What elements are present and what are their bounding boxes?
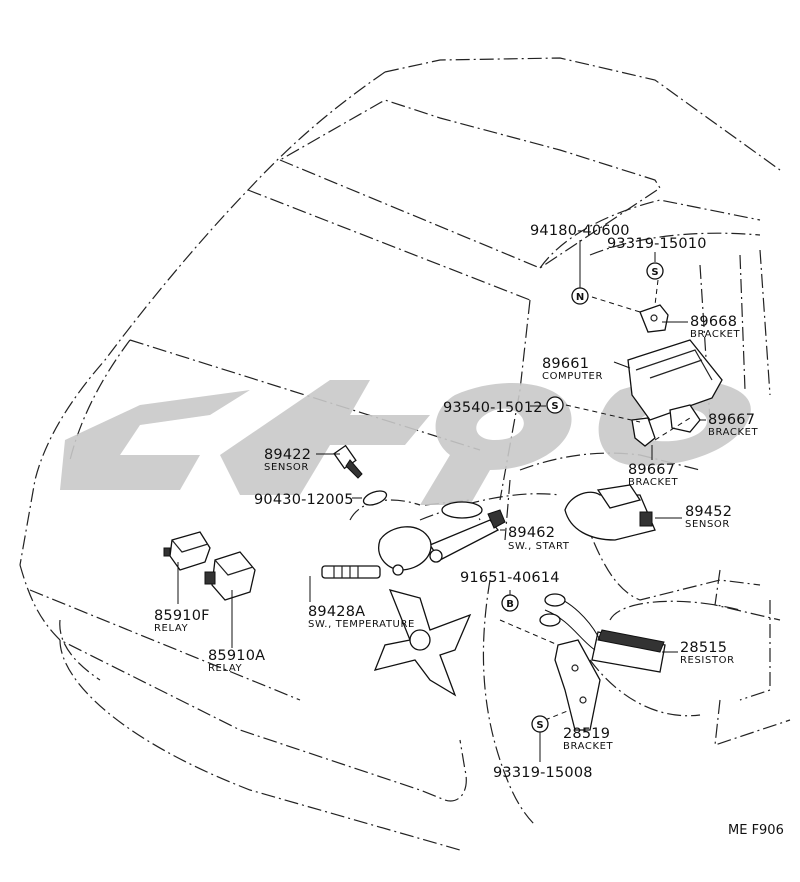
computer-assembly <box>565 279 723 447</box>
svg-text:N: N <box>576 292 584 303</box>
temperature-switch-drawing <box>321 564 404 579</box>
part-name-85910a: RELAY <box>208 663 243 674</box>
svg-text:B: B <box>506 599 514 610</box>
sensor-89422-drawing <box>333 444 388 506</box>
symbol-s-93319b: S <box>531 715 549 733</box>
vehicle-body-outline <box>19 57 791 851</box>
leader-lines <box>177 240 706 762</box>
svg-text:S: S <box>536 720 543 731</box>
part-number-85910a: 85910A <box>208 648 265 664</box>
part-number-91651: 91651-40614 <box>460 570 560 586</box>
part-number-89452: 89452 <box>685 504 732 520</box>
part-name-28519: BRACKET <box>563 741 614 752</box>
part-name-89661: COMPUTER <box>542 371 603 382</box>
sensor-89452-drawing <box>564 484 656 541</box>
part-name-89667a: BRACKET <box>708 427 759 438</box>
part-number-94180: 94180-40600 <box>530 223 630 239</box>
diagram-code: ME F906 <box>728 823 784 838</box>
cooling-fan-drawing <box>373 589 472 697</box>
part-number-89668: 89668 <box>690 314 737 330</box>
symbol-s-93540: S <box>546 396 564 414</box>
part-number-28515: 28515 <box>680 640 727 656</box>
part-number-89667a: 89667 <box>708 412 755 428</box>
part-number-28519: 28519 <box>563 726 610 742</box>
resistor-assembly-drawing <box>499 593 666 731</box>
part-number-93540: 93540-15012 <box>443 400 543 416</box>
part-name-89462: SW., START <box>508 541 570 552</box>
part-name-89452: SENSOR <box>685 519 730 530</box>
symbol-n: N <box>571 287 589 305</box>
part-number-89428a: 89428A <box>308 604 365 620</box>
start-switch-drawing <box>378 501 506 571</box>
part-number-85910f: 85910F <box>154 608 210 624</box>
part-number-89661: 89661 <box>542 356 589 372</box>
part-number-93319a: 93319-15010 <box>607 236 707 252</box>
bracket-89668 <box>639 304 669 333</box>
bracket-89667-upper <box>669 404 701 433</box>
bracket-89667-lower <box>631 417 656 447</box>
part-name-89428a: SW., TEMPERATURE <box>308 619 415 630</box>
symbol-b: B <box>501 594 519 612</box>
part-name-89422: SENSOR <box>264 462 309 473</box>
symbol-s-93319a: S <box>646 262 664 280</box>
part-number-89462: 89462 <box>508 525 555 541</box>
computer-module <box>627 339 723 421</box>
part-number-89422: 89422 <box>264 447 311 463</box>
part-name-85910f: RELAY <box>154 623 189 634</box>
svg-text:S: S <box>551 401 558 412</box>
part-name-89667b: BRACKET <box>628 477 679 488</box>
part-name-89668: BRACKET <box>690 329 741 340</box>
relay-85910f-drawing <box>163 531 211 571</box>
part-number-90430: 90430-12005 <box>254 492 354 508</box>
part-number-93319b: 93319-15008 <box>493 765 593 781</box>
svg-text:S: S <box>651 267 658 278</box>
part-name-28515: RESISTOR <box>680 655 735 666</box>
relay-85910a-drawing <box>204 551 256 601</box>
part-number-89667b: 89667 <box>628 462 675 478</box>
